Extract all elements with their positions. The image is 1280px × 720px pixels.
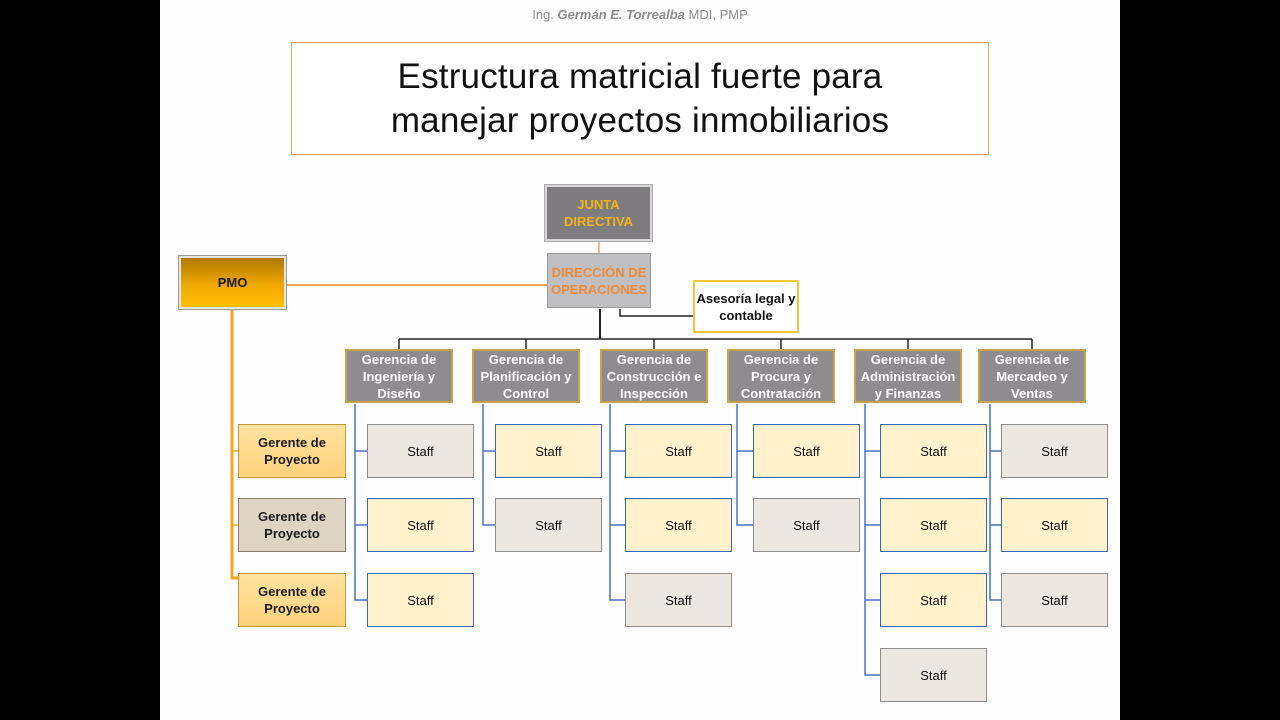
author-credit: Ing. Germán E. Torrealba MDI, PMP <box>0 7 1280 22</box>
staff-node: Staff <box>880 424 987 478</box>
asesoria-legal-node: Asesoría legal y contable <box>693 280 799 333</box>
staff-node: Staff <box>880 498 987 552</box>
pmo-node: PMO <box>178 255 287 310</box>
junta-directiva-node: JUNTA DIRECTIVA <box>544 184 653 242</box>
gerencia-mercadeo-node: Gerencia de Mercadeo y Ventas <box>978 349 1086 403</box>
staff-node: Staff <box>625 573 732 627</box>
staff-node: Staff <box>495 498 602 552</box>
staff-node: Staff <box>880 648 987 702</box>
author-prefix: Ing. <box>532 7 554 22</box>
staff-node: Staff <box>1001 424 1108 478</box>
gerente-proyecto-node: Gerente de Proyecto <box>238 498 346 552</box>
slide-title: Estructura matricial fuerte para manejar… <box>390 56 890 140</box>
staff-node: Staff <box>495 424 602 478</box>
staff-node: Staff <box>625 498 732 552</box>
gerente-proyecto-node: Gerente de Proyecto <box>238 424 346 478</box>
gerencia-administracion-node: Gerencia de Administración y Finanzas <box>854 349 962 403</box>
staff-node: Staff <box>753 498 860 552</box>
gerencia-ingenieria-node: Gerencia de Ingeniería y Diseño <box>345 349 453 403</box>
staff-node: Staff <box>625 424 732 478</box>
staff-node: Staff <box>367 498 474 552</box>
staff-node: Staff <box>1001 498 1108 552</box>
staff-node: Staff <box>367 573 474 627</box>
author-name: Germán E. Torrealba <box>557 7 685 22</box>
direccion-operaciones-node: DIRECCIÓN DE OPERACIONES <box>547 253 651 308</box>
gerencia-procura-node: Gerencia de Procura y Contratación <box>727 349 835 403</box>
staff-node: Staff <box>367 424 474 478</box>
author-suffix: MDI, PMP <box>688 7 748 22</box>
gerencia-construccion-node: Gerencia de Construcción e Inspección <box>600 349 708 403</box>
staff-node: Staff <box>880 573 987 627</box>
staff-node: Staff <box>753 424 860 478</box>
gerencia-planificacion-node: Gerencia de Planificación y Control <box>472 349 580 403</box>
staff-node: Staff <box>1001 573 1108 627</box>
gerente-proyecto-node: Gerente de Proyecto <box>238 573 346 627</box>
title-box: Estructura matricial fuerte para manejar… <box>291 42 989 155</box>
